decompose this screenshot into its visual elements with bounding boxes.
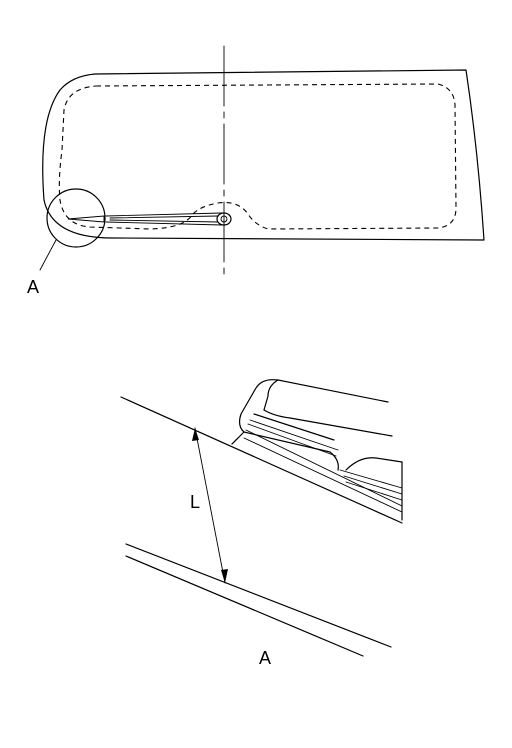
- body-panel-edge-upper: [125, 543, 392, 648]
- glass-outline: [42, 69, 485, 241]
- glass-dashed-border: [58, 83, 457, 230]
- callout-label-a: A: [27, 277, 39, 297]
- dimension-label-l: L: [190, 492, 200, 512]
- wiper-blade-detail: [231, 379, 403, 521]
- glass-upper-edge: [120, 396, 403, 524]
- body-panel-edge-lower: [125, 555, 364, 657]
- callout-leader-a: [39, 239, 57, 271]
- rear-glass-top-view: A: [27, 45, 485, 297]
- detail-a-view: L A: [120, 379, 403, 668]
- detail-circle-a: [46, 188, 106, 248]
- dimension-l: L: [190, 427, 228, 584]
- detail-title-a: A: [259, 648, 271, 668]
- wiper-arm: [67, 212, 232, 226]
